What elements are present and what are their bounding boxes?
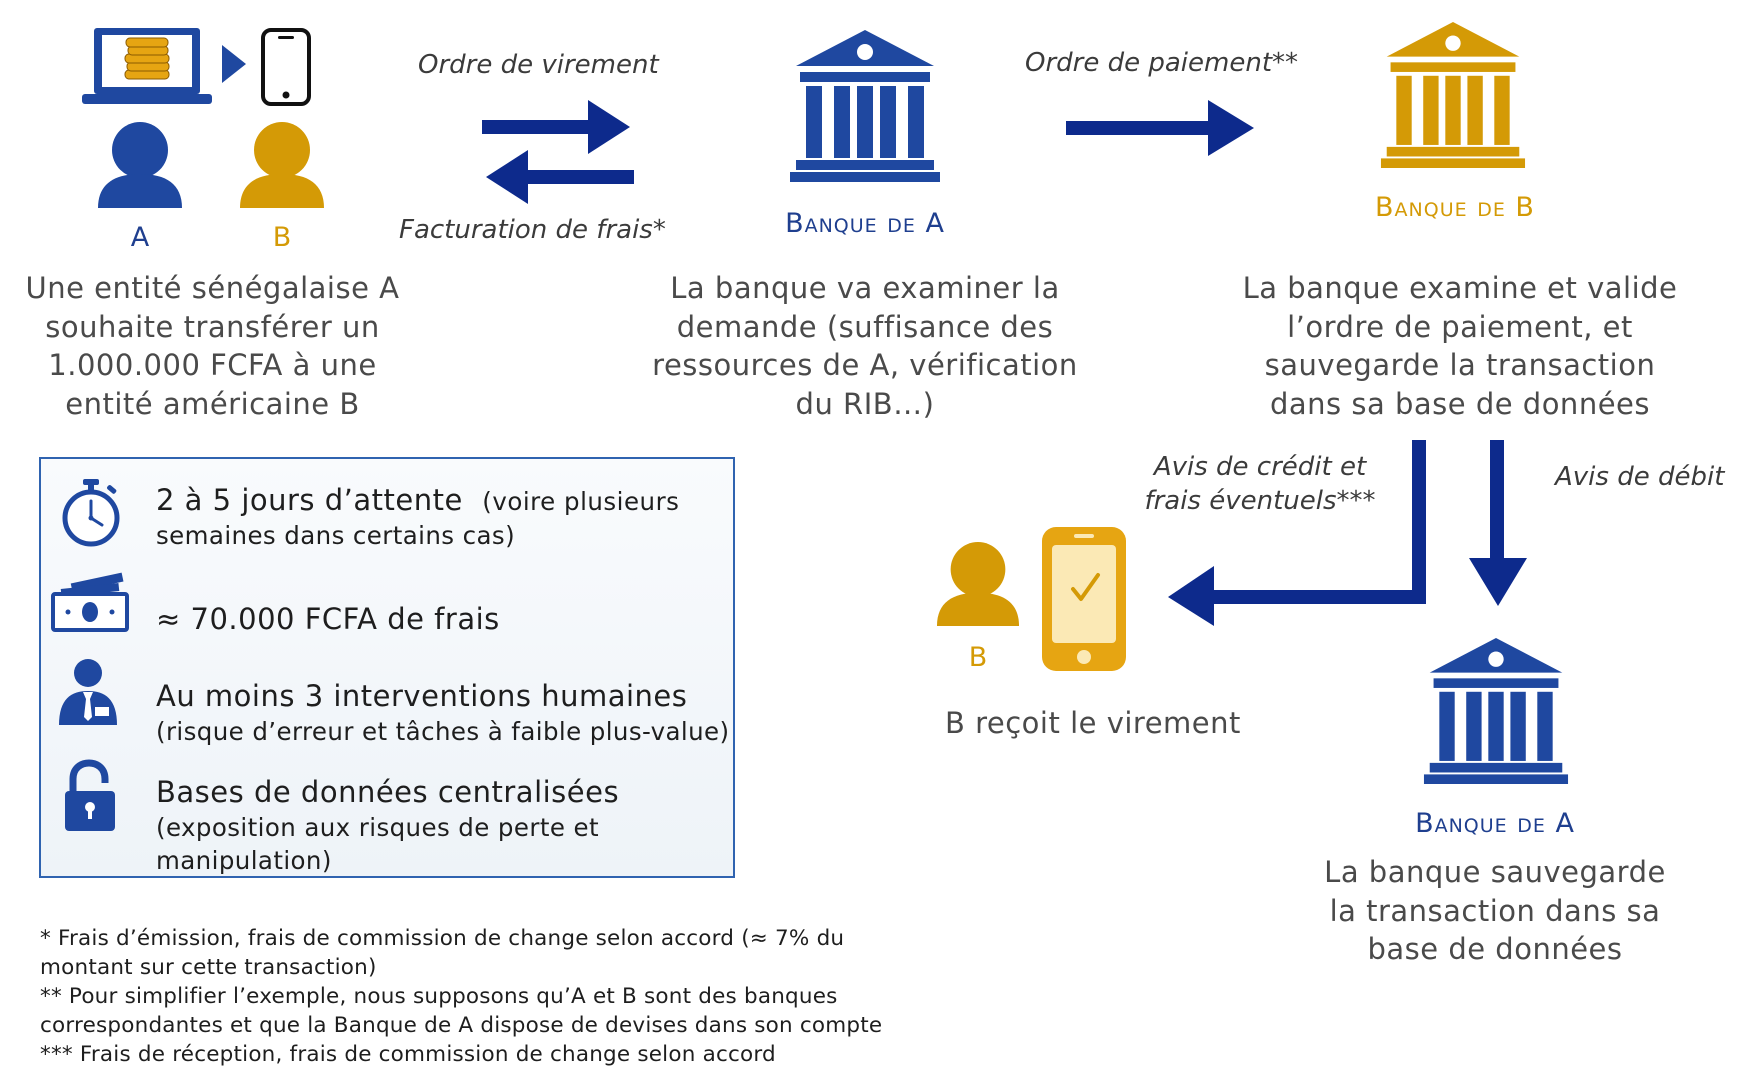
smartphone-icon [261, 28, 311, 106]
bank-icon [790, 30, 940, 182]
bank-icon [1423, 638, 1569, 784]
fees-text: ≈ 70.000 FCFA de frais [156, 602, 500, 636]
bank-a-top-name: Banque de A [785, 208, 945, 239]
ordre-virement-label: Ordre de virement [418, 50, 659, 80]
footnotes: * Frais d’émission, frais de commission … [40, 926, 883, 1067]
databases-note: (exposition aux risques de perte et [156, 813, 599, 842]
right-arrow [1066, 100, 1254, 156]
receiver-letter: B [968, 642, 988, 673]
smartphone-check-icon [1042, 527, 1126, 671]
wait-time-note: semaines dans certains cas) [156, 521, 516, 550]
human-interventions-text: Au moins 3 interventions humaines [156, 679, 688, 713]
banknote-icon [51, 572, 129, 632]
databases-text: Bases de données centralisées [156, 775, 620, 809]
stopwatch-icon [62, 479, 120, 547]
unlocked-padlock-icon [65, 759, 115, 831]
bank-b-name: Banque de B [1375, 192, 1535, 223]
elbow-arrow [1168, 440, 1426, 626]
person-a-label: A [130, 222, 150, 253]
down-arrow [1469, 440, 1527, 606]
person-icon [936, 542, 1020, 626]
summary-box: 2 à 5 jours d’attente (voire plusieurs s… [39, 457, 735, 878]
ordre-paiement-label: Ordre de paiement** [1025, 48, 1299, 78]
person-b-label: B [272, 222, 292, 253]
person-icon [98, 122, 182, 208]
two-way-arrow [482, 100, 634, 204]
human-interventions-note: (risque d’erreur et tâches à faible plus… [156, 717, 730, 746]
wait-time-text: 2 à 5 jours d’attente (voire plusieurs [156, 483, 680, 517]
play-arrow-icon [222, 45, 246, 83]
avis-debit-label: Avis de débit [1555, 462, 1725, 492]
person-icon [240, 122, 324, 208]
databases-note-2: manipulation) [156, 846, 332, 875]
laptop-coins-icon [82, 28, 212, 104]
receiver-description: B reçoit le virement [945, 706, 1241, 740]
businessman-icon [59, 659, 117, 725]
bank-a-bottom-name: Banque de A [1415, 808, 1575, 839]
bank-icon [1380, 22, 1526, 168]
facturation-label: Facturation de frais* [399, 215, 666, 245]
